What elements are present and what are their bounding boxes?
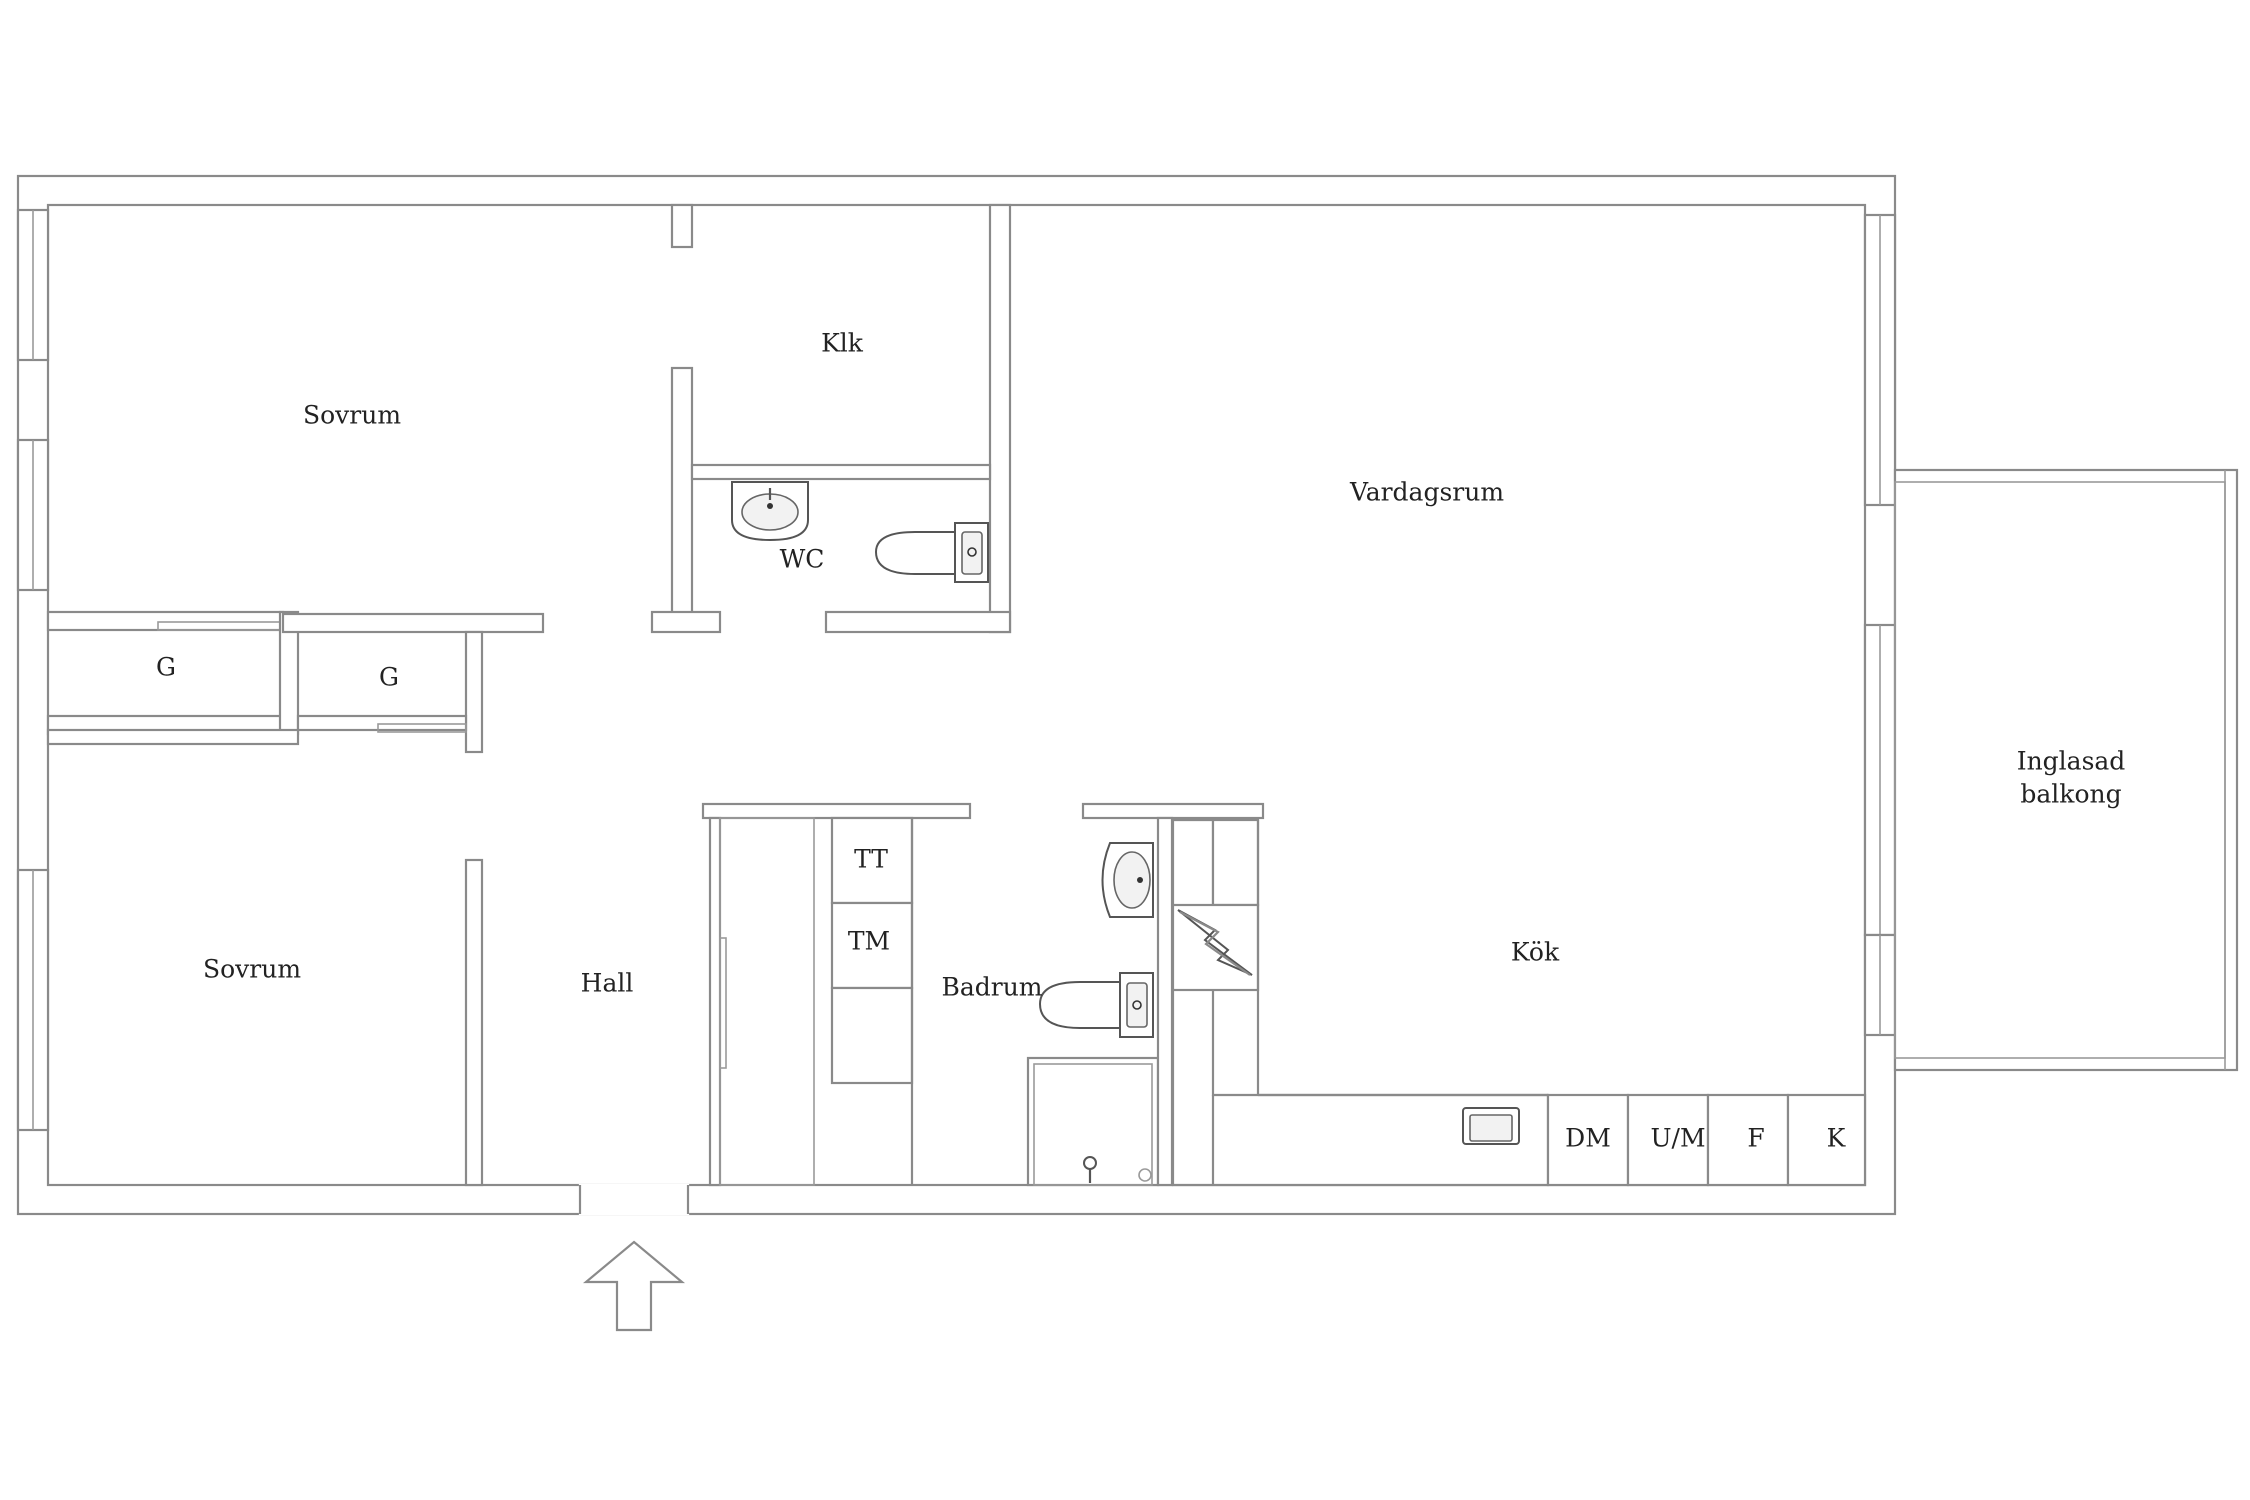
room-label-balkong-line2: balkong (2020, 780, 2121, 809)
room-label-wc: WC (780, 545, 825, 574)
room-labels: Sovrum Klk WC Vardagsrum G G Sovrum Hall… (156, 329, 2125, 1153)
room-label-badrum: Badrum (941, 973, 1042, 1002)
interior-walls-north (650, 203, 1012, 634)
sink-icon (1462, 1107, 1520, 1145)
toilet-icon (1038, 972, 1154, 1038)
room-label-hall: Hall (581, 969, 634, 998)
interior-walls-south (464, 802, 1265, 1216)
appliance-label-dm: DM (1565, 1124, 1611, 1153)
room-label-kok: Kök (1511, 938, 1560, 967)
glazed-balcony (1893, 468, 2239, 1072)
room-label-klk: Klk (821, 329, 864, 358)
kitchen-counters (1171, 818, 1867, 1187)
left-windows (16, 208, 50, 1132)
outer-walls (16, 174, 1897, 1216)
room-label-balkong-line1: Inglasad (2017, 747, 2126, 776)
room-label-tt: TT (854, 845, 888, 874)
room-label-vardagsrum: Vardagsrum (1349, 478, 1504, 507)
room-label-g-left: G (156, 653, 176, 682)
sink-icon (731, 481, 809, 542)
appliance-label-k: K (1827, 1124, 1847, 1153)
entrance-arrow-icon (582, 1240, 686, 1332)
room-label-tm: TM (848, 927, 890, 956)
right-windows (1863, 213, 1897, 1037)
shower-icon (1083, 1156, 1152, 1183)
stove-icon (1177, 909, 1253, 976)
sink-icon (1101, 842, 1154, 918)
appliance-label-um: U/M (1650, 1124, 1705, 1153)
room-label-sovrum-bottom: Sovrum (203, 955, 301, 984)
closet-walls (46, 610, 545, 754)
room-label-sovrum-top: Sovrum (303, 401, 401, 430)
toilet-icon (874, 522, 989, 583)
appliance-label-f: F (1747, 1124, 1764, 1153)
room-label-g-right: G (379, 663, 399, 692)
